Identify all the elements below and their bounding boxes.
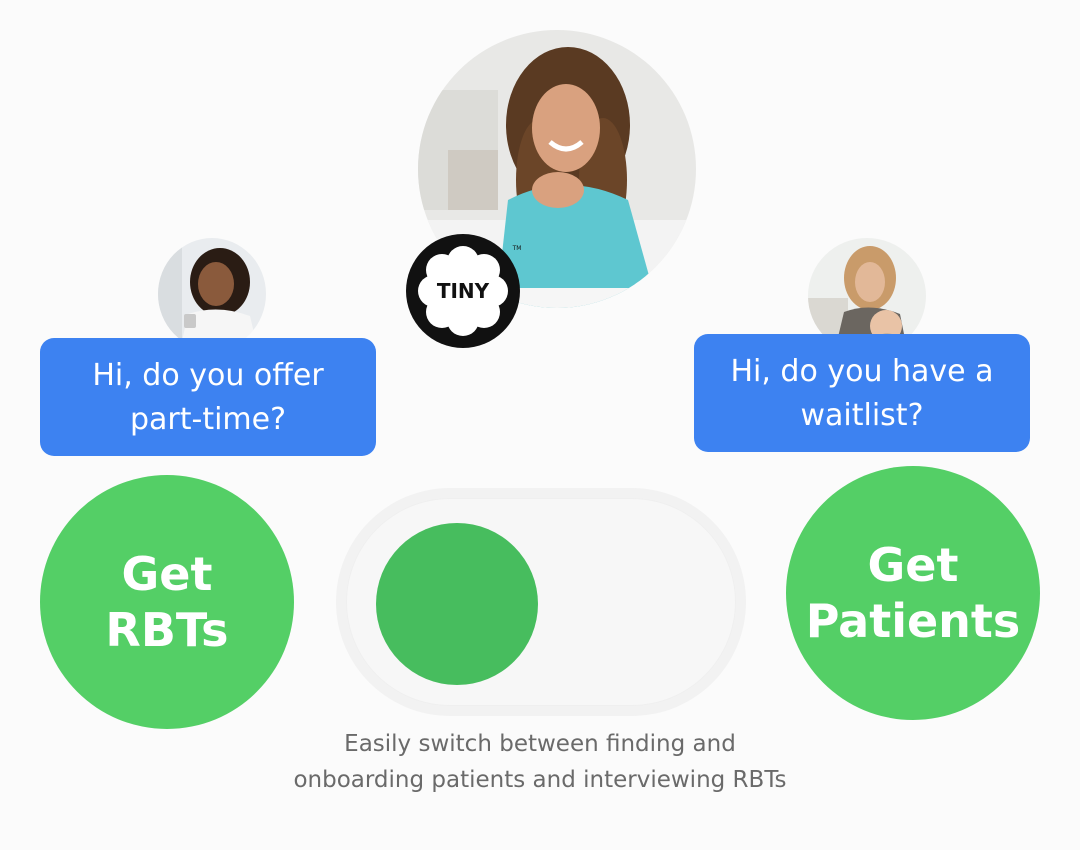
caption-text: Easily switch between finding and onboar… (240, 726, 840, 798)
main-woman-illustration (418, 30, 696, 308)
caption-line: onboarding patients and interviewing RBT… (293, 767, 787, 793)
tiny-logo-graphic: TINY TM (406, 234, 522, 348)
get-patients-button[interactable]: Get Patients (786, 466, 1040, 720)
caption-line: Easily switch between finding and (344, 731, 736, 757)
get-patients-label-line: Patients (805, 594, 1021, 648)
chat-bubble-line: Hi, do you have a (730, 354, 994, 389)
tiny-logo: TINY TM (404, 232, 522, 350)
chat-bubble-line: part-time? (129, 402, 287, 437)
toggle-knob[interactable] (376, 523, 538, 685)
chat-bubble-part-time: Hi, do you offer part-time? (40, 338, 376, 456)
mode-toggle-switch[interactable] (346, 498, 736, 706)
main-woman-photo (418, 30, 696, 308)
get-rbts-button[interactable]: Get RBTs (40, 475, 294, 729)
get-patients-label-line: Get (867, 538, 959, 592)
chat-bubble-waitlist: Hi, do you have a waitlist? (694, 334, 1030, 452)
left-woman-illustration (158, 238, 266, 350)
get-rbts-label-line: RBTs (105, 603, 229, 657)
tiny-logo-text: TINY (437, 279, 490, 303)
left-woman-photo (158, 238, 266, 350)
chat-bubble-line: Hi, do you offer (92, 358, 324, 393)
chat-bubble-line: waitlist? (800, 398, 924, 433)
get-rbts-label-line: Get (121, 547, 213, 601)
tiny-logo-trademark: TM (512, 245, 522, 252)
